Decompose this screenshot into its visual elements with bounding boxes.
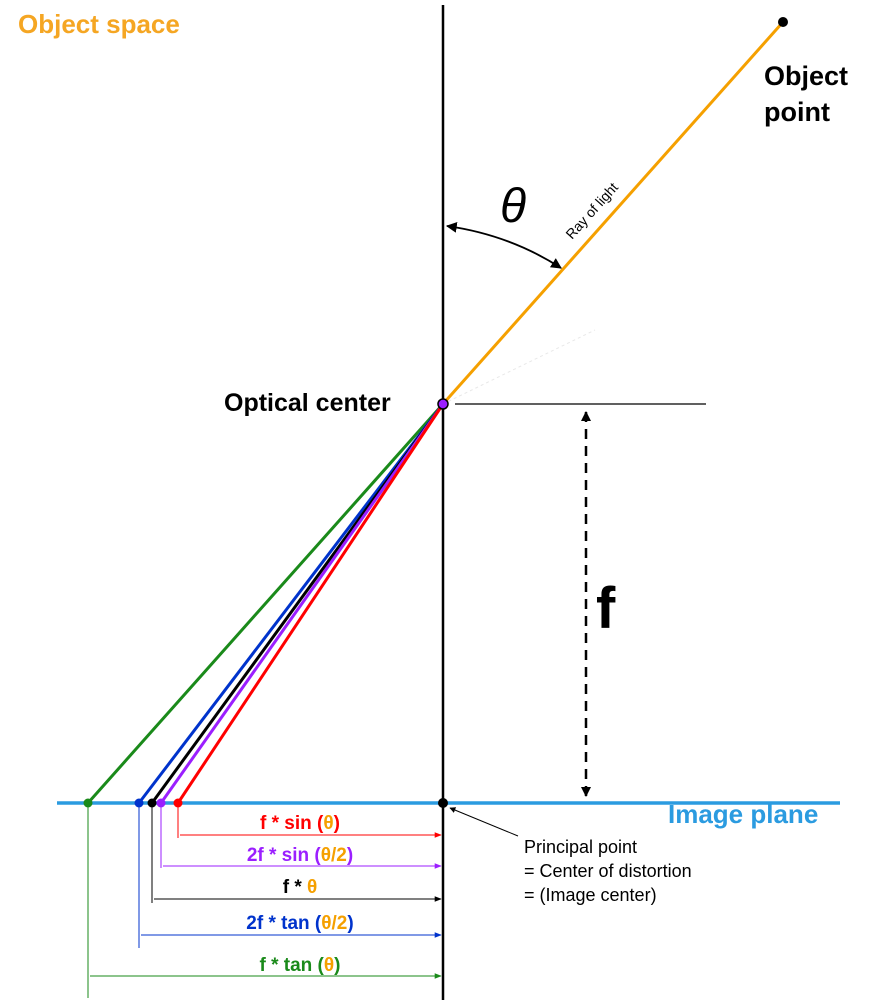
image-plane-label: Image plane xyxy=(668,799,818,829)
ray-continuation xyxy=(442,329,596,405)
ray-f-tan-theta xyxy=(86,403,445,804)
formula-f-tan-theta: f * tan (θ) xyxy=(260,955,341,976)
principal-point-label-1: Principal point xyxy=(524,837,637,857)
theta-symbol: θ xyxy=(500,180,526,233)
object-point-label-1: Object xyxy=(764,61,848,91)
formula-f-sin-theta: f * sin (θ) xyxy=(260,813,340,834)
object-space-label: Object space xyxy=(18,9,180,39)
ray-of-light-line xyxy=(441,21,785,405)
ray-2f-tan-half-theta xyxy=(137,403,445,804)
object-point-label-2: point xyxy=(764,97,830,127)
principal-point-pointer xyxy=(449,807,519,837)
principal-point-label-3: = (Image center) xyxy=(524,885,657,905)
formula-f-theta: f * θ xyxy=(283,877,318,898)
principal-point-label-2: = Center of distortion xyxy=(524,861,692,881)
ray-of-light-label: Ray of light xyxy=(562,179,621,242)
formula-2f-tan-half-theta: 2f * tan (θ/2) xyxy=(246,913,353,934)
formula-2f-sin-half-theta: 2f * sin (θ/2) xyxy=(247,845,353,866)
ray-2f-sin-half-theta xyxy=(159,403,445,804)
focal-length-label: f xyxy=(596,576,616,641)
optical-center-label: Optical center xyxy=(224,389,391,417)
object-point-dot xyxy=(778,17,788,27)
optical-center-dot xyxy=(437,398,449,410)
principal-point-dot xyxy=(438,798,448,808)
ray-f-sin-theta xyxy=(176,403,445,804)
theta-arc xyxy=(445,222,562,269)
